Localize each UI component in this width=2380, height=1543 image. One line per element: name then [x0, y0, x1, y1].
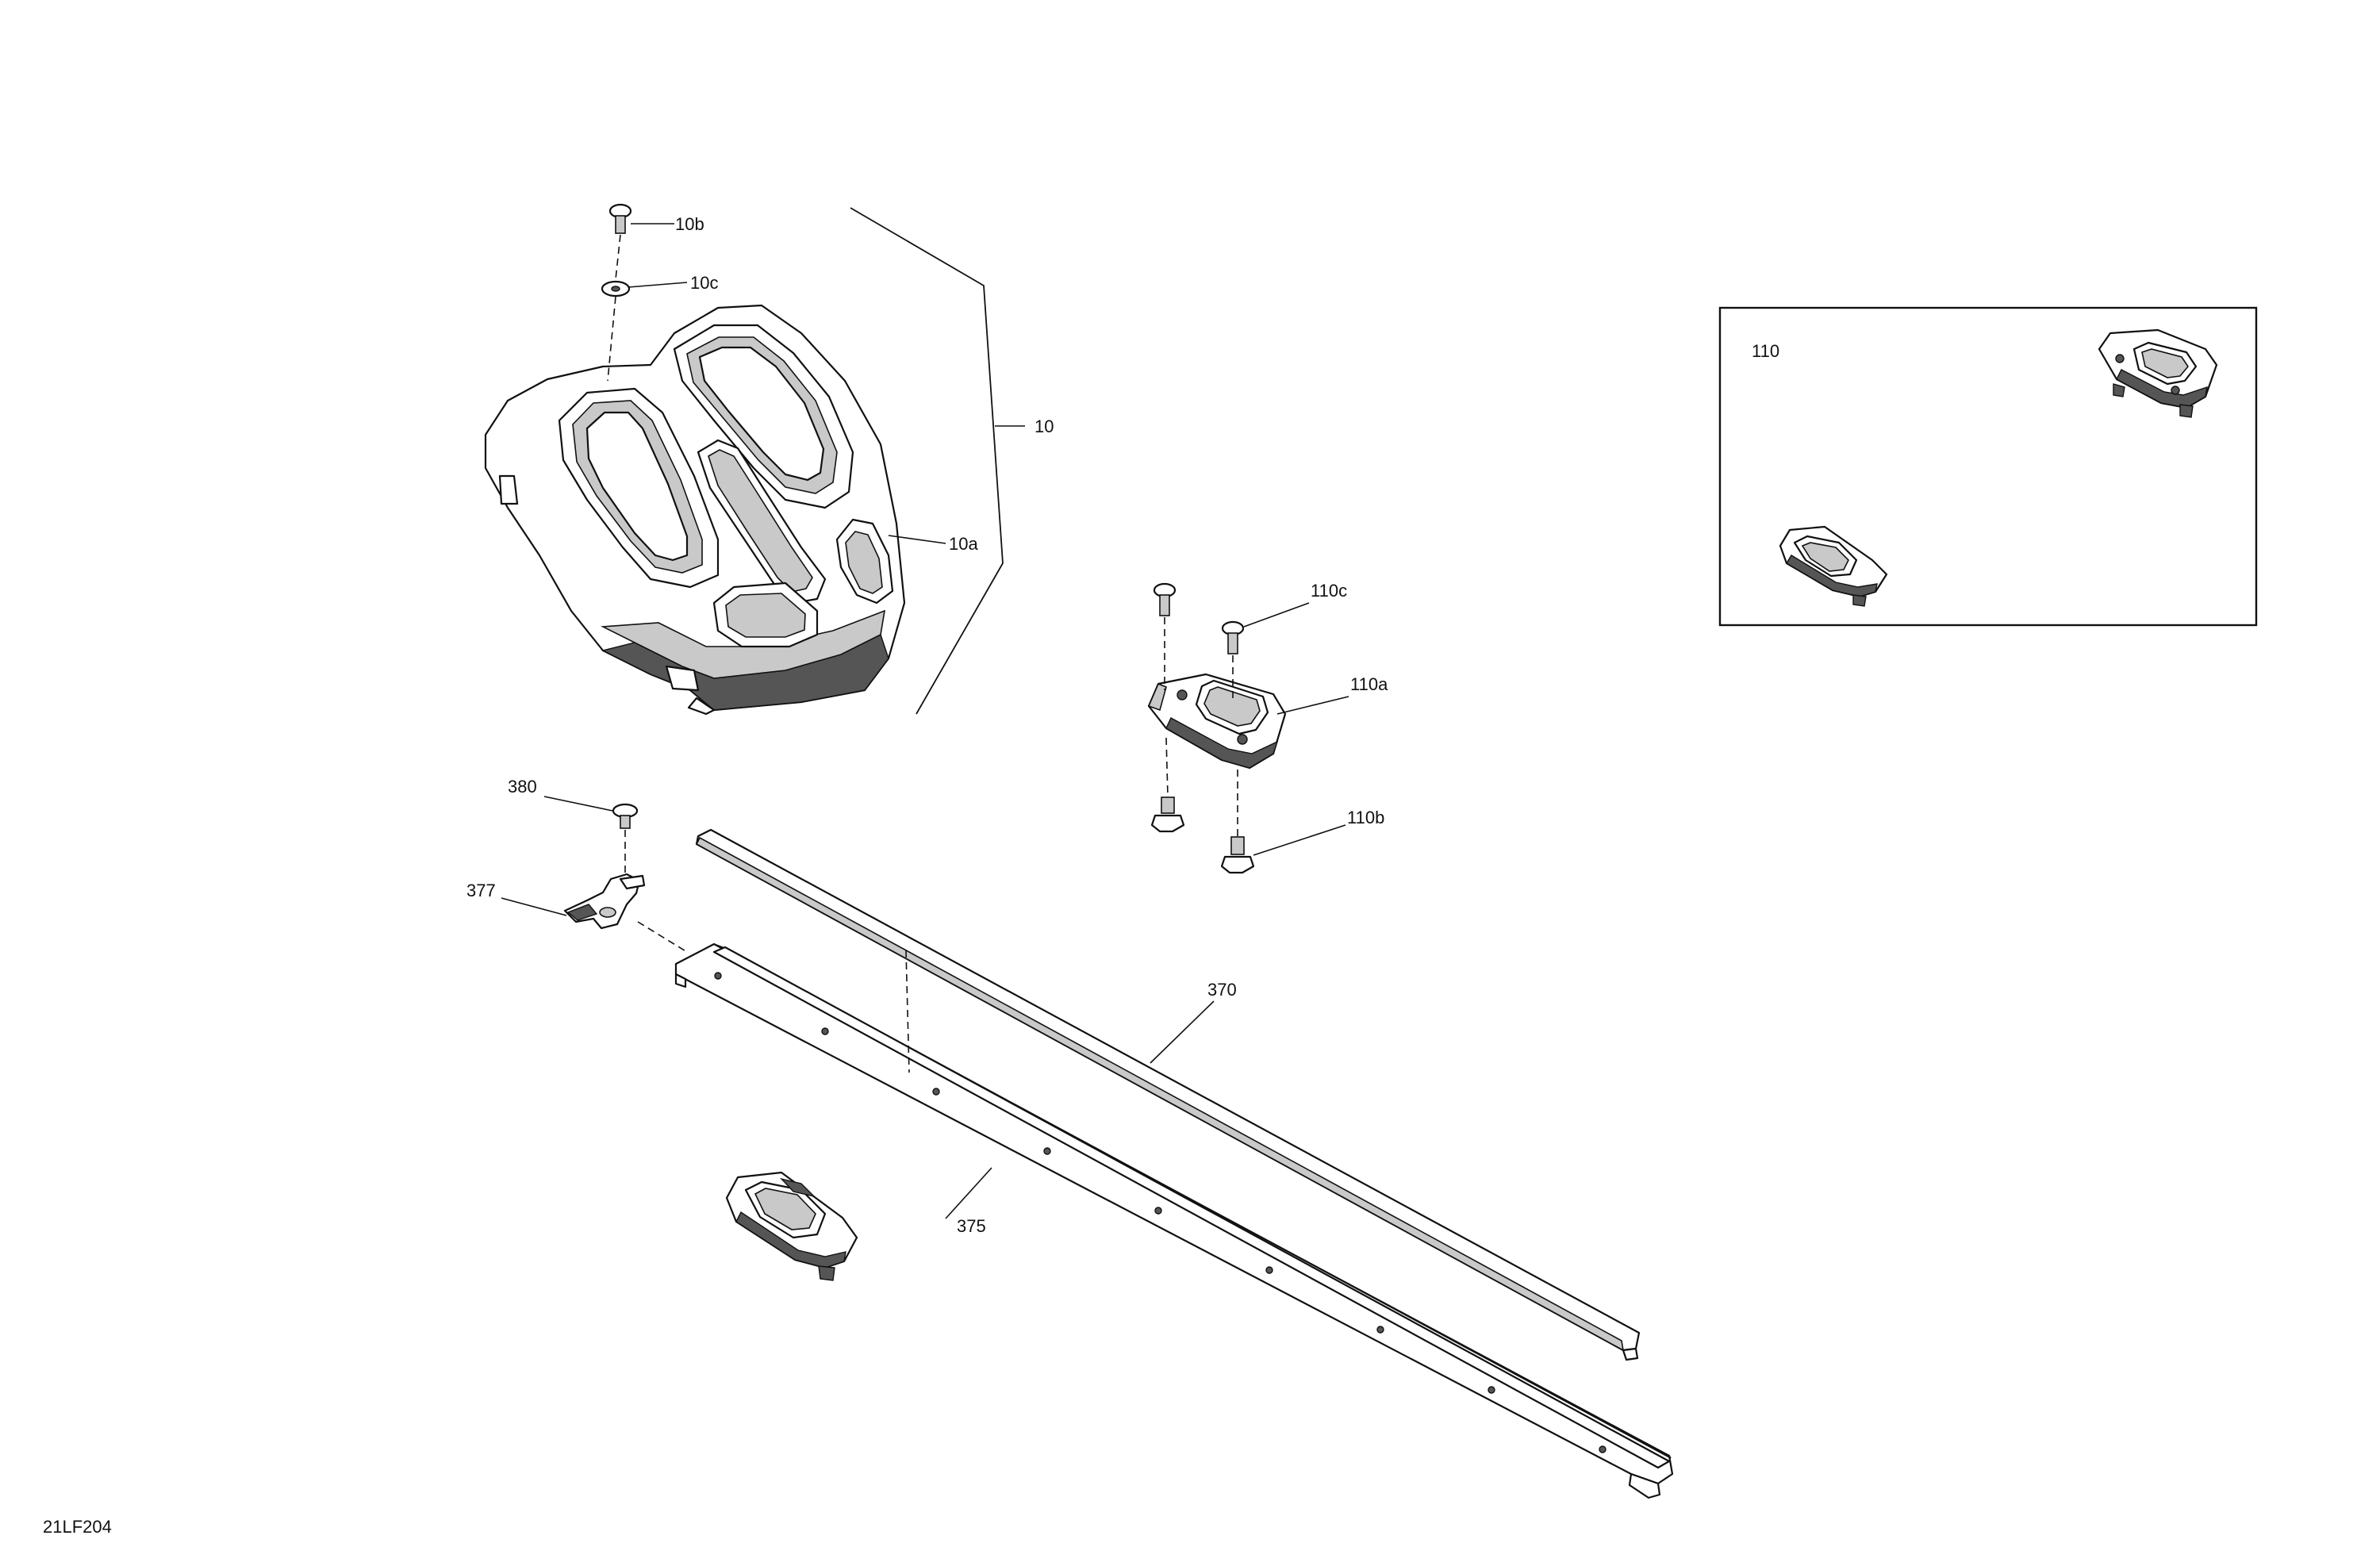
- callout-110c: 110c: [1311, 581, 1347, 601]
- callout-377: 377: [466, 881, 496, 900]
- screw-part-110c-right: [1221, 620, 1245, 654]
- screw-part-10b: [608, 203, 632, 234]
- callout-110a: 110a: [1350, 674, 1388, 694]
- clip-part-377: [563, 873, 646, 930]
- diagram-reference-code: 21LF204: [43, 1517, 112, 1537]
- inset-label-110: 110: [1752, 341, 1779, 361]
- callout-375: 375: [957, 1216, 986, 1236]
- callout-370: 370: [1207, 980, 1237, 1000]
- bracket-item-10: [850, 207, 1004, 715]
- washer-part-10c: [601, 280, 631, 297]
- nut-part-110b-right: [1220, 836, 1255, 874]
- callout-380: 380: [508, 777, 537, 796]
- nut-part-110b-left: [1150, 796, 1185, 833]
- washer-part-380: [612, 803, 639, 829]
- rail-part-375: [674, 942, 1674, 1499]
- storage-box-part-10a: [484, 304, 906, 716]
- rail-part-370: [695, 828, 1641, 1361]
- callout-110b: 110b: [1347, 808, 1384, 827]
- screw-part-110c-left: [1153, 582, 1177, 616]
- callout-10a: 10a: [949, 534, 978, 554]
- callout-10c: 10c: [690, 273, 718, 293]
- callout-10b: 10b: [675, 214, 704, 234]
- inset-anchor-upper: [2098, 328, 2218, 418]
- anchor-assembly-loose: [725, 1171, 858, 1281]
- inset-110: 110: [1718, 306, 2258, 627]
- anchor-base-part-110a: [1147, 673, 1287, 770]
- callout-10: 10: [1035, 416, 1054, 436]
- inset-anchor-lower: [1779, 525, 1888, 607]
